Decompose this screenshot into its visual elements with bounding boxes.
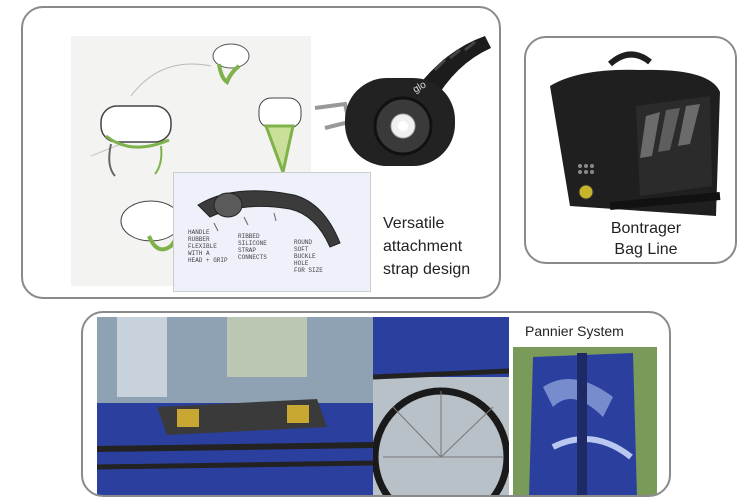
bike-light-photo: glo — [305, 30, 495, 180]
bag-caption: Bontrager Bag Line — [610, 220, 682, 258]
pannier-bag-photo — [513, 347, 657, 495]
pannier-wheel-photo — [373, 317, 509, 495]
pannier-system-panel: Pannier System — [81, 311, 671, 497]
bag-line-panel: Bontrager Bag Line — [524, 36, 737, 264]
bag-photo — [540, 46, 730, 216]
pannier-caption: Pannier System — [525, 323, 624, 339]
strap-caption: Versatile attachment strap design — [383, 215, 471, 278]
pannier-rack-closeup-photo — [97, 317, 373, 495]
